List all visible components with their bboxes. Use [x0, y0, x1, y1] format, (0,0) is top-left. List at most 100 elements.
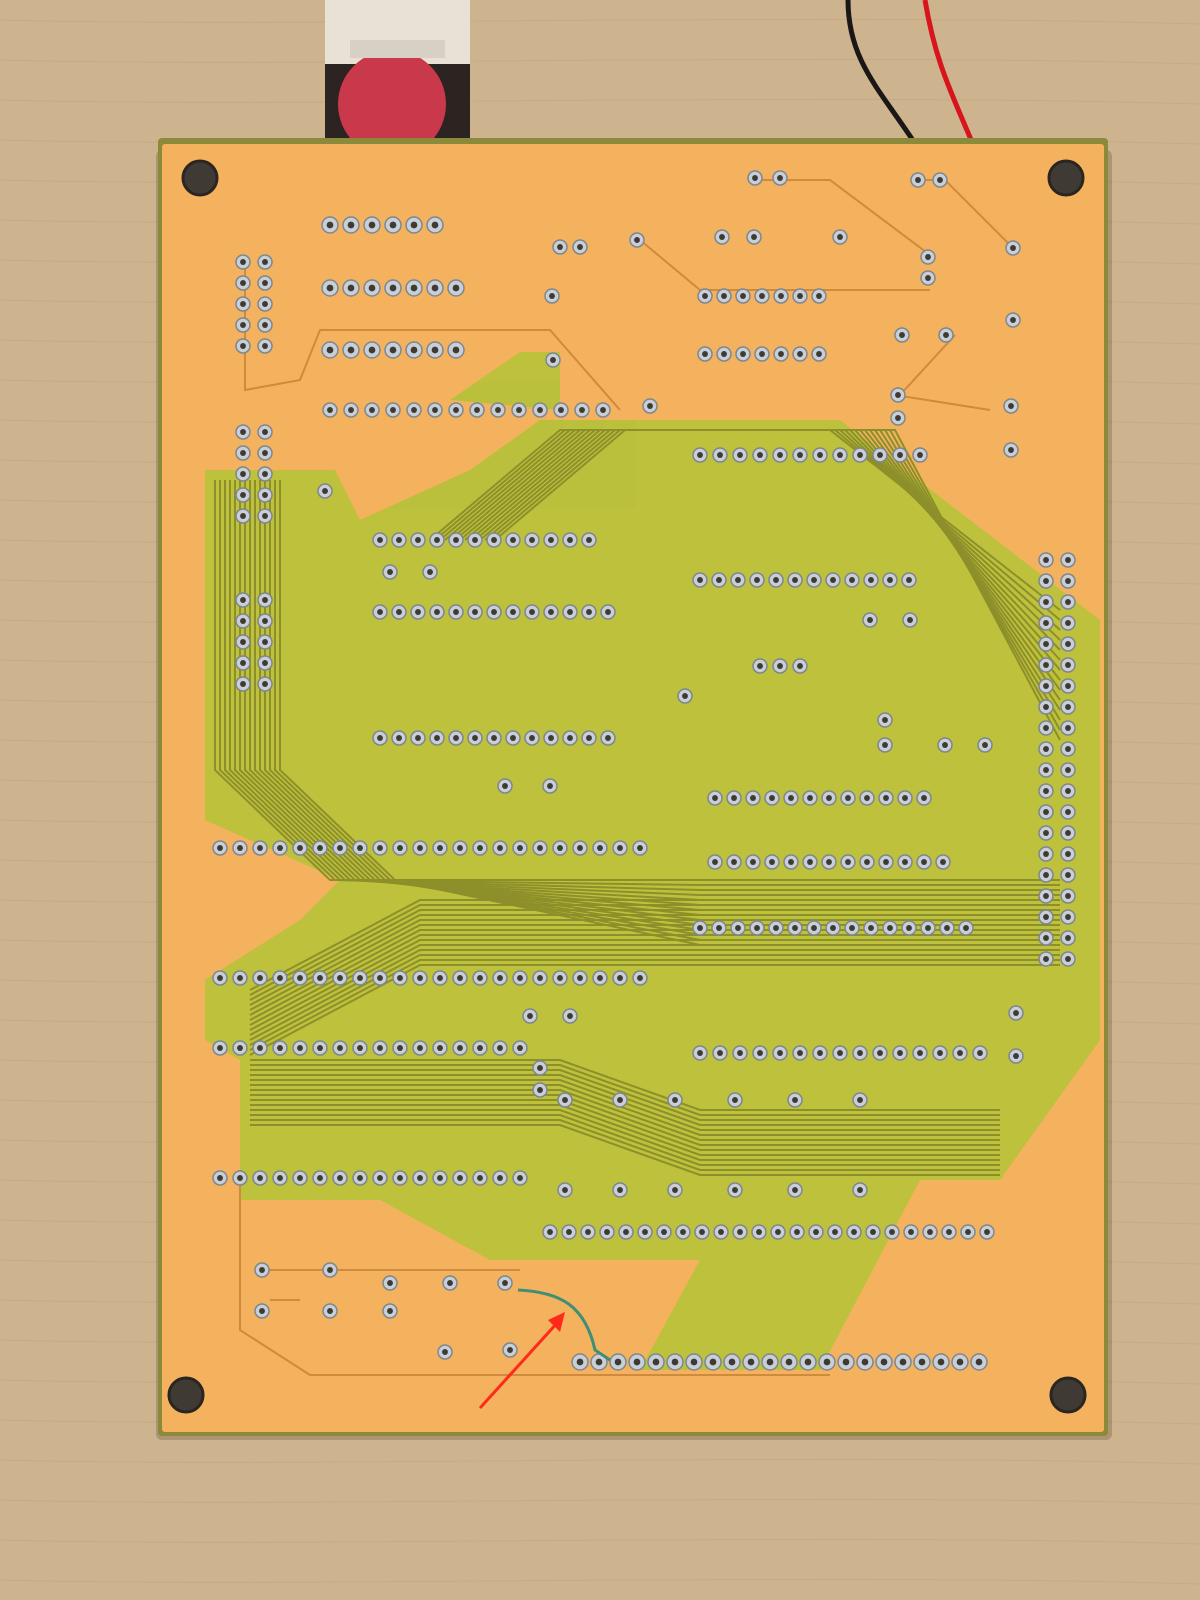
pad-hole [817, 452, 823, 458]
wood-grain-line [0, 58, 1200, 65]
pad-hole [731, 795, 737, 801]
pad-hole [577, 845, 583, 851]
pad-hole [642, 1229, 648, 1235]
pad-hole [472, 609, 478, 615]
pad-hole [716, 925, 722, 931]
pad-hole [277, 1045, 283, 1051]
pad-hole [262, 660, 268, 666]
pad-hole [1013, 1010, 1019, 1016]
pad-hole [377, 975, 383, 981]
top-module [325, 0, 470, 158]
pad-hole [883, 795, 889, 801]
pad-hole [517, 1045, 523, 1051]
pad-hole [1043, 788, 1049, 794]
pad-hole [240, 301, 246, 307]
pad-hole [672, 1097, 678, 1103]
pad-hole [415, 537, 421, 543]
pad-hole [773, 925, 779, 931]
pad-hole [851, 1229, 857, 1235]
pad-hole [769, 795, 775, 801]
pad-hole [845, 795, 851, 801]
pcb-trace [269, 480, 1060, 936]
pad-hole [1010, 317, 1016, 323]
pad-hole [437, 1045, 443, 1051]
mounting-hole [181, 159, 219, 197]
pad-hole [442, 1349, 448, 1355]
pad-hole [807, 859, 813, 865]
wood-grain-line [0, 1498, 1200, 1505]
pad-hole [472, 735, 478, 741]
pad-hole [769, 859, 775, 865]
pad-hole [507, 1347, 513, 1353]
pad-hole [1043, 767, 1049, 773]
pad-hole [240, 597, 246, 603]
pad-hole [842, 1358, 850, 1366]
pad-hole [702, 351, 708, 357]
pad-hole [1010, 245, 1016, 251]
pad-hole [1043, 578, 1049, 584]
pad-hole [899, 332, 905, 338]
pad-hole [377, 735, 383, 741]
pad-hole [387, 569, 393, 575]
pad-hole [797, 663, 803, 669]
pad-hole [497, 845, 503, 851]
pad-hole [537, 975, 543, 981]
pcb-trace [250, 1094, 1000, 1146]
pad-hole [434, 735, 440, 741]
pad-hole [1043, 872, 1049, 878]
pad-hole [326, 346, 334, 354]
pad-hole [925, 254, 931, 260]
pad-hole [778, 293, 784, 299]
pad-hole [826, 795, 832, 801]
pad-hole [712, 859, 718, 865]
pad-hole [262, 450, 268, 456]
pad-hole [437, 845, 443, 851]
pad-hole [557, 975, 563, 981]
pad-hole [1043, 683, 1049, 689]
pad-hole [326, 284, 334, 292]
pad-hole [396, 609, 402, 615]
pad-hole [921, 795, 927, 801]
pad-hole [447, 1280, 453, 1286]
pad-hole [737, 1229, 743, 1235]
pad-hole [614, 1358, 622, 1366]
pad-hole [719, 234, 725, 240]
pad-hole [576, 1358, 584, 1366]
pad-hole [882, 742, 888, 748]
pad-hole [417, 1045, 423, 1051]
pcb-trace [254, 480, 1060, 921]
red-wire [922, 0, 975, 143]
pad-hole [857, 452, 863, 458]
pad-hole [1065, 557, 1071, 563]
pad-hole [368, 221, 376, 229]
pad-hole [634, 237, 640, 243]
pad-hole [889, 1229, 895, 1235]
pad-hole [957, 1050, 963, 1056]
pad-hole [368, 346, 376, 354]
pad-hole [579, 407, 585, 413]
pad-hole [477, 1175, 483, 1181]
pad-hole [747, 1358, 755, 1366]
pad-hole [832, 1229, 838, 1235]
pad-hole [453, 407, 459, 413]
pad-hole [1043, 851, 1049, 857]
pad-hole [529, 609, 535, 615]
pad-hole [728, 1358, 736, 1366]
pad-hole [605, 735, 611, 741]
pad-hole [816, 351, 822, 357]
pad-hole [389, 346, 397, 354]
pad-hole [773, 577, 779, 583]
pad-hole [797, 1050, 803, 1056]
pad-hole [942, 742, 948, 748]
pad-hole [585, 1229, 591, 1235]
pad-hole [907, 617, 913, 623]
pad-hole [883, 859, 889, 865]
pad-hole [472, 537, 478, 543]
pcb-trace [899, 334, 956, 396]
pad-hole [977, 1050, 983, 1056]
pad-hole [1043, 725, 1049, 731]
pad-hole [240, 259, 246, 265]
pad-hole [756, 1229, 762, 1235]
pad-hole [337, 845, 343, 851]
